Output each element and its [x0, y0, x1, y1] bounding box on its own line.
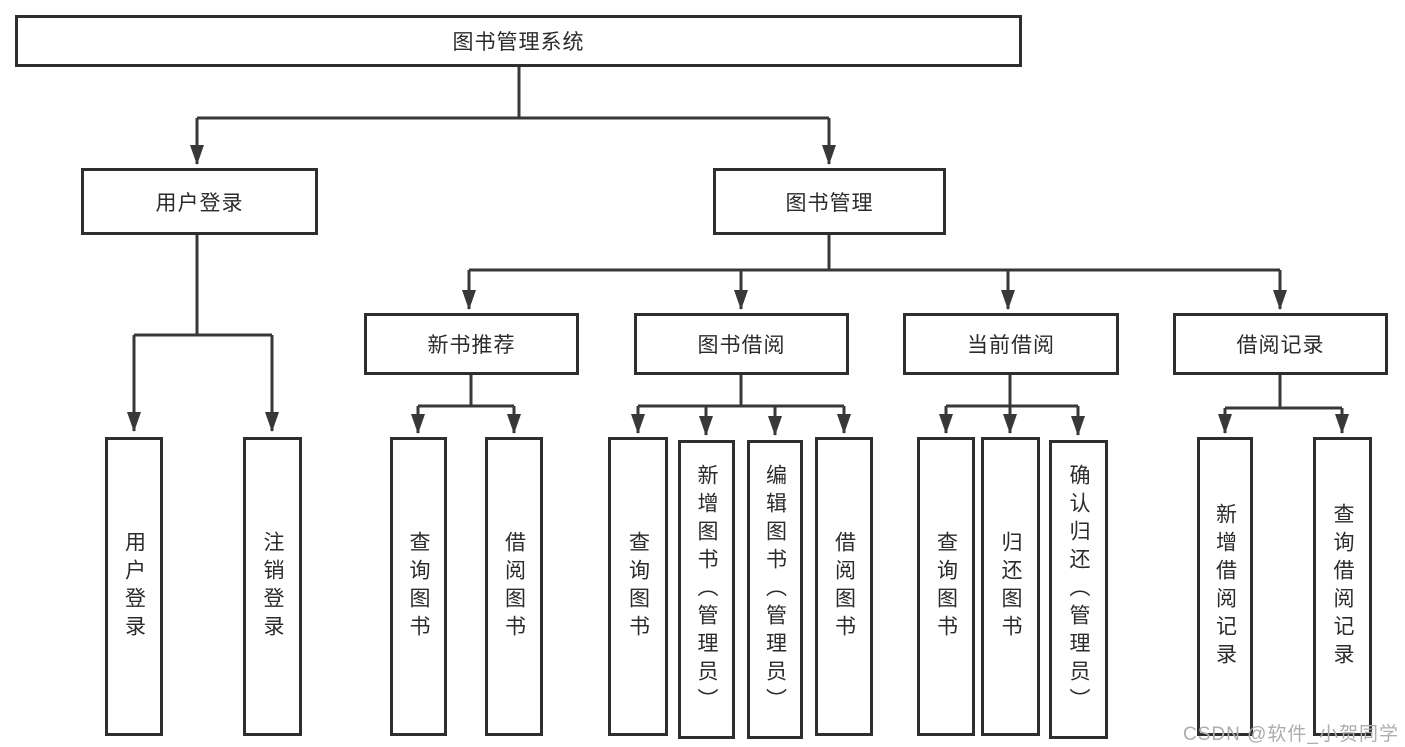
node-label: 图书管理系统	[452, 31, 585, 54]
leaf-label: 新增借阅记录	[1213, 502, 1237, 671]
node-new-book-recommend: 新书推荐	[364, 313, 579, 375]
node-user-login: 用户登录	[81, 168, 318, 235]
leaf-label: 借阅图书	[832, 530, 856, 643]
node-book-borrow: 图书借阅	[634, 313, 849, 375]
leaf-query-borrow-record: 查询借阅记录	[1313, 437, 1372, 736]
node-label: 图书管理	[785, 191, 874, 215]
node-root: 图书管理系统	[15, 15, 1022, 67]
leaf-borrow-books: 借阅图书	[815, 437, 873, 736]
leaf-label: 查询图书	[407, 530, 430, 643]
leaf-add-book-admin: 新增图书（管理员）	[678, 440, 735, 739]
leaf-add-borrow-record: 新增借阅记录	[1197, 437, 1253, 736]
leaf-query-books-current: 查询图书	[917, 437, 975, 736]
leaf-confirm-return-admin: 确认归还（管理员）	[1049, 440, 1108, 739]
connector-line	[134, 67, 1342, 410]
node-label: 当前借阅	[967, 334, 1055, 357]
node-book-management: 图书管理	[713, 168, 946, 235]
leaf-logout: 注销登录	[243, 437, 302, 736]
leaf-edit-book-admin: 编辑图书（管理员）	[747, 440, 803, 739]
leaf-label: 查询图书	[934, 530, 958, 643]
leaf-label: 新增图书（管理员）	[695, 463, 718, 716]
leaf-label: 查询图书	[626, 530, 650, 643]
leaf-query-books-recommend: 查询图书	[390, 437, 447, 736]
watermark-text: CSDN @软件_小贺同学	[1183, 724, 1399, 745]
node-current-borrow: 当前借阅	[903, 313, 1119, 375]
leaf-label: 用户登录	[122, 530, 146, 643]
leaf-label: 注销登录	[261, 530, 284, 643]
leaf-label: 编辑图书（管理员）	[763, 463, 787, 716]
node-label: 图书借阅	[697, 334, 786, 357]
leaf-return-book: 归还图书	[981, 437, 1040, 736]
leaf-query-books-borrow: 查询图书	[608, 437, 668, 736]
leaf-label: 确认归还（管理员）	[1067, 463, 1090, 716]
leaf-label: 查询借阅记录	[1331, 502, 1354, 671]
node-borrow-records: 借阅记录	[1173, 313, 1388, 375]
leaf-user-login: 用户登录	[105, 437, 163, 736]
leaf-label: 借阅图书	[502, 530, 526, 643]
node-label: 新书推荐	[427, 334, 516, 357]
node-label: 用户登录	[155, 191, 244, 215]
leaf-borrow-books-recommend: 借阅图书	[485, 437, 543, 736]
leaf-label: 归还图书	[999, 530, 1022, 643]
node-label: 借阅记录	[1236, 334, 1325, 357]
